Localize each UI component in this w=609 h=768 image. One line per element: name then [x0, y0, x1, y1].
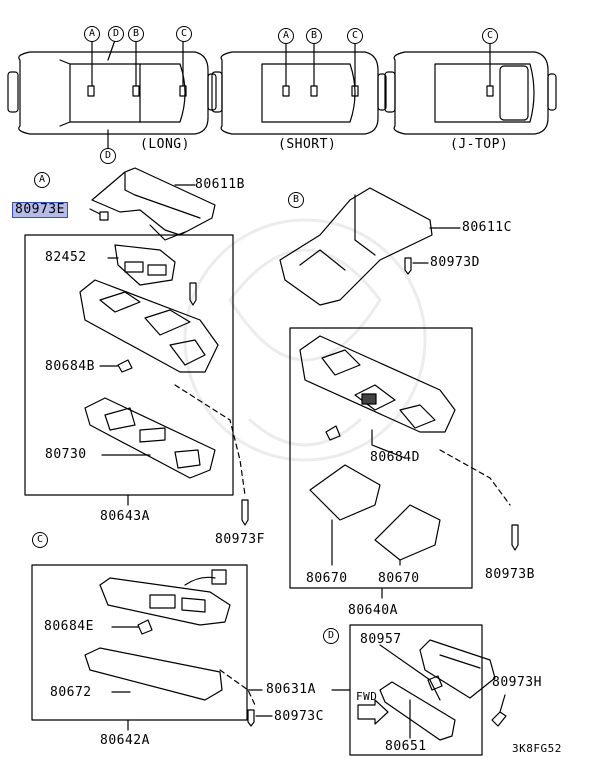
- lens-80670-right: [374, 504, 441, 561]
- part-82452[interactable]: 82452: [45, 250, 87, 265]
- part-80973B[interactable]: 80973B: [485, 567, 535, 582]
- vehicle-long: [7, 39, 217, 149]
- part-80670-right[interactable]: 80670: [378, 571, 420, 586]
- part-80973D[interactable]: 80973D: [430, 255, 480, 270]
- socket-82452: [114, 244, 176, 286]
- lamp-80957: [419, 639, 496, 699]
- part-80643A[interactable]: 80643A: [100, 509, 150, 524]
- part-80730[interactable]: 80730: [45, 447, 87, 462]
- fwd-label: FWD: [356, 690, 378, 703]
- part-80672[interactable]: 80672: [50, 685, 92, 700]
- marker-a-short: A: [278, 28, 294, 44]
- marker-d-long-bottom: D: [100, 148, 116, 164]
- marker-c-short: C: [347, 28, 363, 44]
- view-label-long: (LONG): [140, 137, 190, 152]
- watermark: [183, 218, 427, 462]
- part-80973E-highlighted[interactable]: 80973E: [12, 202, 68, 218]
- group-box-80631A: [349, 624, 483, 756]
- lens-80670-left: [309, 464, 381, 521]
- fwd-arrow: [357, 699, 389, 725]
- group-box-80640A: [289, 327, 473, 589]
- section-marker-a: A: [34, 172, 50, 188]
- part-80684E[interactable]: 80684E: [44, 619, 94, 634]
- marker-b-short: B: [306, 28, 322, 44]
- section-marker-d: D: [323, 628, 339, 644]
- marker-b-long: B: [128, 26, 144, 42]
- part-80611C[interactable]: 80611C: [462, 220, 512, 235]
- part-80611B[interactable]: 80611B: [195, 177, 245, 192]
- vehicle-short: [211, 39, 387, 135]
- marker-d-long: D: [108, 26, 124, 42]
- bracket-80611C: [279, 187, 433, 306]
- marker-c-long: C: [176, 26, 192, 42]
- part-80684B[interactable]: 80684B: [45, 359, 95, 374]
- lens-80651: [379, 681, 456, 741]
- console-80640A: [299, 335, 456, 433]
- part-80684D[interactable]: 80684D: [370, 450, 420, 465]
- group-box-80643A: [24, 234, 234, 496]
- lens-80730: [84, 397, 216, 479]
- part-80973C[interactable]: 80973C: [274, 709, 324, 724]
- section-marker-c: C: [32, 532, 48, 548]
- part-80631A[interactable]: 80631A: [266, 682, 316, 697]
- vehicle-jtop: [384, 39, 557, 135]
- part-80642A[interactable]: 80642A: [100, 733, 150, 748]
- lamp-housing-80643A: [79, 279, 219, 373]
- group-box-80642A: [31, 564, 248, 721]
- part-80640A[interactable]: 80640A: [348, 603, 398, 618]
- diagram-code: 3K8FG52: [512, 742, 562, 755]
- view-label-short: (SHORT): [278, 137, 337, 152]
- marker-a-long: A: [84, 26, 100, 42]
- lens-80672: [84, 647, 223, 701]
- part-80651[interactable]: 80651: [385, 739, 427, 754]
- part-80973H[interactable]: 80973H: [492, 675, 542, 690]
- section-marker-b: B: [288, 192, 304, 208]
- part-80957[interactable]: 80957: [360, 632, 402, 647]
- part-80973F[interactable]: 80973F: [215, 532, 265, 547]
- part-80670-left[interactable]: 80670: [306, 571, 348, 586]
- marker-c-jtop: C: [482, 28, 498, 44]
- view-label-jtop: (J-TOP): [450, 137, 509, 152]
- lamp-80642A: [99, 569, 231, 626]
